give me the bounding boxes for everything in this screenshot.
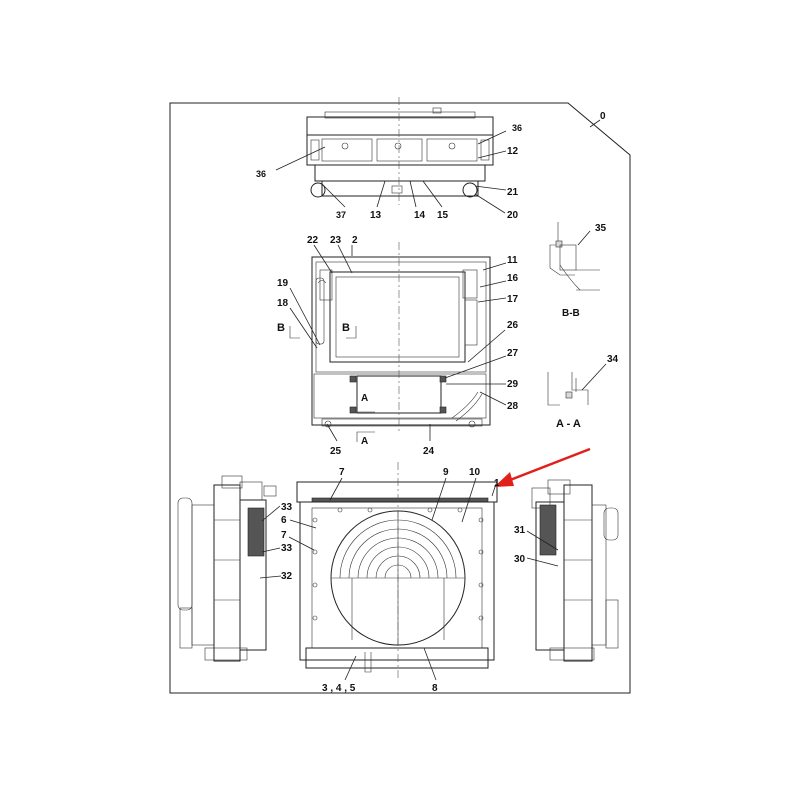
callout-36a: 36 (512, 123, 522, 133)
detail-section-aa: A - A (547, 372, 589, 430)
callout-37: 37 (336, 210, 346, 220)
callout-21: 21 (507, 187, 519, 198)
callout-28: 28 (507, 401, 519, 412)
callout-sheet-number: 0 (600, 111, 606, 122)
red-pointer-arrowhead (494, 472, 514, 487)
callout-10: 10 (469, 467, 481, 478)
leader-lines (259, 130, 607, 681)
callout-32: 32 (281, 571, 293, 582)
callout-30: 30 (514, 554, 526, 565)
callout-25: 25 (330, 446, 342, 457)
section-mark-a-upper: A (361, 393, 368, 404)
callout-16: 16 (507, 273, 519, 284)
callout-labels: 36 12 36 21 20 37 13 14 15 22 23 2 11 16… (256, 123, 619, 694)
callout-12: 12 (507, 146, 519, 157)
right-side-view (531, 479, 619, 662)
red-pointer-arrow (504, 447, 591, 484)
section-mark-a-lower: A (361, 436, 368, 447)
callout-22: 22 (307, 235, 319, 246)
section-mark-b-right: B (342, 322, 350, 334)
callout-27: 27 (507, 348, 519, 359)
callout-20: 20 (507, 210, 519, 221)
callout-17: 17 (507, 294, 519, 305)
callout-29: 29 (507, 379, 519, 390)
left-side-view (177, 475, 277, 662)
callout-23: 23 (330, 235, 342, 246)
callout-13: 13 (370, 210, 382, 221)
callout-1: 1 (494, 478, 500, 489)
center-view: B B A A (277, 242, 491, 447)
callout-15: 15 (437, 210, 449, 221)
callout-14: 14 (414, 210, 426, 221)
callout-8: 8 (432, 683, 438, 694)
callout-33b: 33 (281, 543, 293, 554)
callout-33a: 33 (281, 502, 293, 513)
callout-6: 6 (281, 515, 287, 526)
callout-24: 24 (423, 446, 435, 457)
label-section-aa: A - A (556, 418, 581, 430)
callout-18: 18 (277, 298, 289, 309)
callout-3-4-5: 3 , 4 , 5 (322, 683, 356, 694)
callout-2: 2 (352, 235, 358, 246)
top-view (306, 97, 494, 205)
section-mark-b-left: B (277, 322, 285, 334)
label-section-bb: B-B (562, 308, 580, 319)
callout-31: 31 (514, 525, 526, 536)
detail-section-bb: B-B (549, 222, 600, 319)
callout-34: 34 (607, 354, 619, 365)
callout-19: 19 (277, 278, 289, 289)
callout-7b: 7 (281, 530, 287, 541)
callout-36b: 36 (256, 169, 266, 179)
callout-11: 11 (507, 255, 518, 266)
callout-35: 35 (595, 223, 607, 234)
callout-7a: 7 (339, 467, 345, 478)
fan-view (296, 462, 498, 680)
sheet-frame (169, 102, 631, 694)
callout-26: 26 (507, 320, 519, 331)
callout-9: 9 (443, 467, 449, 478)
